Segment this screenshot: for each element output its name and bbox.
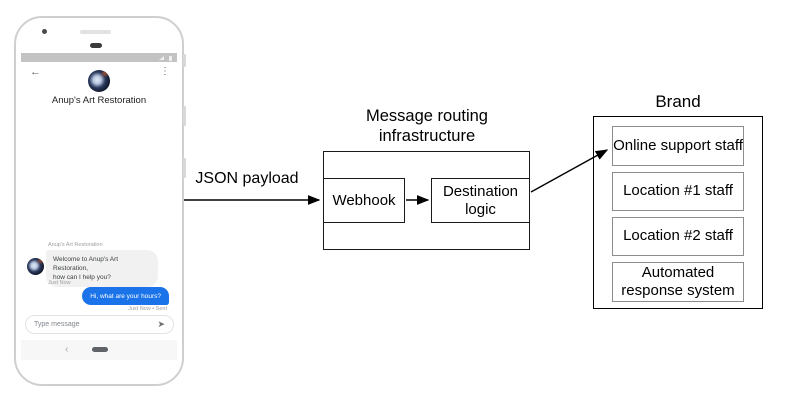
- phone-mockup: ← ⋮ Anup's Art Restoration Anup's Art Re…: [14, 16, 186, 386]
- volume-button: [183, 106, 186, 126]
- brand-box: Online support staff Location #1 staff L…: [593, 116, 763, 309]
- battery-icon: [169, 56, 172, 61]
- webhook-box: Webhook: [323, 178, 405, 223]
- nav-back-icon[interactable]: ‹: [65, 344, 69, 355]
- earpiece: [90, 43, 102, 48]
- message-avatar: [27, 258, 44, 275]
- send-icon[interactable]: ➤: [157, 319, 165, 329]
- overflow-menu-icon[interactable]: ⋮: [160, 66, 170, 77]
- outgoing-timestamp: Just Now • Sent: [128, 306, 167, 312]
- back-arrow-icon[interactable]: ←: [30, 66, 41, 78]
- brand-item-location-1: Location #1 staff: [612, 172, 744, 211]
- brand-item-online-support: Online support staff: [612, 126, 744, 166]
- camera-icon: [42, 29, 47, 34]
- brand-avatar: [88, 70, 110, 92]
- message-input-placeholder: Type message: [34, 321, 80, 328]
- android-nav-bar: ‹: [21, 340, 177, 360]
- sender-label: Anup's Art Restoration: [48, 242, 103, 248]
- home-pill[interactable]: [92, 347, 108, 352]
- destination-logic-box: Destination logic: [431, 178, 530, 223]
- message-input[interactable]: Type message ➤: [25, 315, 174, 334]
- speaker-slot: [80, 30, 111, 34]
- status-bar: [21, 53, 177, 62]
- incoming-message-bubble: Welcome to Anup's Art Restoration, how c…: [46, 250, 158, 287]
- brand-title: Brand: [655, 92, 701, 111]
- routing-title: Message routing infrastructure: [366, 107, 488, 145]
- chat-title: Anup's Art Restoration: [51, 95, 147, 106]
- signal-icon: [159, 56, 164, 60]
- incoming-timestamp: Just Now: [48, 280, 71, 286]
- power-button: [183, 54, 186, 67]
- brand-item-automated-response: Automated response system: [612, 262, 744, 302]
- brand-item-location-2: Location #2 staff: [612, 217, 744, 256]
- phone-screen: ← ⋮ Anup's Art Restoration Anup's Art Re…: [21, 53, 177, 361]
- volume-button: [183, 158, 186, 178]
- outgoing-message-bubble: Hi, what are your hours?: [82, 287, 169, 305]
- json-payload-label: JSON payload: [195, 170, 299, 187]
